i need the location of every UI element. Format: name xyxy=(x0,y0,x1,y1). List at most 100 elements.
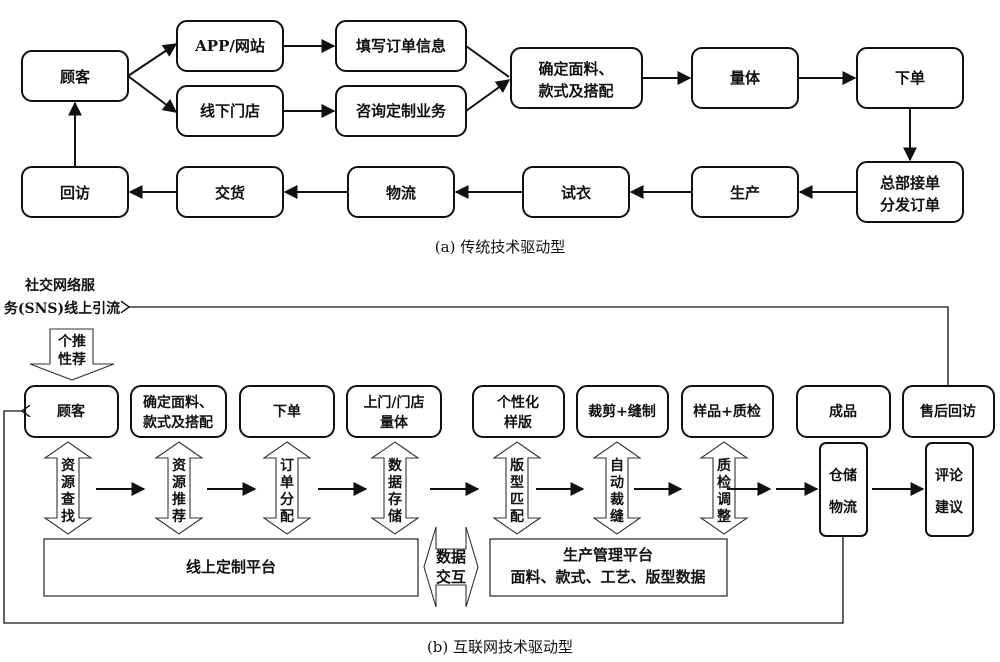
arrow xyxy=(127,75,178,113)
double-arrow-shape xyxy=(370,441,420,535)
node-label: 样品+质检 xyxy=(693,403,761,420)
vertical-label-char: 配 xyxy=(280,509,294,525)
sns-label: 社交网络服 xyxy=(24,277,96,294)
recommend-arrow: 个推 性荐 xyxy=(29,328,115,381)
return-loop-line xyxy=(3,411,844,624)
recommend-label: 性荐 xyxy=(58,351,86,368)
vertical-label-char: 数 xyxy=(388,457,403,474)
node-label: 上门/门店 xyxy=(363,394,424,411)
production-platform: 生产管理平台 面料、款式、工艺、版型数据 xyxy=(489,538,728,597)
vertical-label-char: 配 xyxy=(510,509,524,525)
node-sample-qc: 样品+质检 xyxy=(681,385,774,438)
node-revisit: 回访 xyxy=(21,166,129,218)
node-label: 仓储 xyxy=(828,467,857,484)
node-customer-b: 顾客 xyxy=(24,385,119,438)
node-label: 物流 xyxy=(386,184,416,202)
double-arrow-shape xyxy=(43,441,93,535)
node-confirm-fabric-a: 确定面料、 款式及搭配 xyxy=(510,47,643,109)
node-label: 线下门店 xyxy=(200,102,260,120)
connector xyxy=(465,45,510,78)
online-platform: 线上定制平台 xyxy=(43,538,419,597)
sns-feedback-line xyxy=(128,307,949,387)
node-label: 试衣 xyxy=(561,184,591,202)
node-confirm-fabric-b: 确定面料、 款式及搭配 xyxy=(130,385,227,438)
vertical-label-char: 源 xyxy=(61,474,75,491)
node-label: 成品 xyxy=(829,403,857,420)
data-exchange-label: 交互 xyxy=(436,568,466,586)
node-app-web: APP/网站 xyxy=(176,20,284,72)
vertical-label-char: 裁 xyxy=(610,491,624,508)
node-delivery: 交货 xyxy=(176,166,284,218)
node-hq-dispatch: 总部接单 分发订单 xyxy=(856,161,964,223)
vertical-label-char: 检 xyxy=(717,474,731,491)
vertical-label-char: 单 xyxy=(280,474,294,491)
node-label: 物流 xyxy=(829,499,857,516)
double-arrow-shape xyxy=(592,441,642,535)
vertical-label-char: 推 xyxy=(172,491,186,508)
node-label: 总部接单 xyxy=(880,174,940,192)
node-label: 款式及搭配 xyxy=(538,82,613,100)
vertical-label-char: 匹 xyxy=(510,492,524,508)
node-label: 裁剪+缝制 xyxy=(588,403,656,420)
node-label: 顾客 xyxy=(57,403,86,420)
vertical-label-char: 版 xyxy=(510,457,524,474)
node-label: 生产 xyxy=(730,184,760,202)
vertical-label-char: 资 xyxy=(61,457,75,474)
node-label: 量体 xyxy=(730,69,761,87)
node-finished: 成品 xyxy=(796,385,891,438)
caption-a: (a) 传统技术驱动型 xyxy=(435,238,565,256)
vertical-label-char: 动 xyxy=(610,474,624,491)
diagram-b: 社交网络服 务(SNS)线上引流 个推 性荐 顾客 确定面料、 款式及搭配 下单… xyxy=(3,277,995,656)
sns-label: 务(SNS)线上引流 xyxy=(4,300,120,317)
data-exchange-arrow: 数据 交互 xyxy=(423,526,479,608)
node-label: 下单 xyxy=(895,69,925,87)
platform-label: 生产管理平台 xyxy=(563,546,653,564)
node-place-order-a: 下单 xyxy=(856,47,964,109)
node-label: APP/网站 xyxy=(194,37,265,55)
node-customer-a: 顾客 xyxy=(21,50,129,102)
platform-label: 线上定制平台 xyxy=(186,558,276,576)
vertical-label-char: 整 xyxy=(716,508,732,525)
vertical-label-char: 订 xyxy=(280,457,294,474)
node-produce: 生产 xyxy=(691,166,799,218)
node-label: 量体 xyxy=(380,414,409,431)
vertical-label-char: 据 xyxy=(388,474,402,491)
vertical-label-char: 型 xyxy=(510,474,524,491)
vertical-label-char: 调 xyxy=(717,492,731,508)
vertical-label-char: 源 xyxy=(172,474,186,491)
node-fill-order: 填写订单信息 xyxy=(335,20,467,72)
node-label: 确定面料、 xyxy=(143,394,213,411)
node-cut-sew: 裁剪+缝制 xyxy=(576,385,669,438)
node-label: 回访 xyxy=(60,184,90,202)
diagram-a: 顾客 APP/网站 线下门店 填写订单信息 咨询定制业务 确定面料、 款式及搭配… xyxy=(21,20,964,256)
node-label: 下单 xyxy=(273,403,301,420)
double-arrow-shape xyxy=(492,441,542,535)
vertical-label-char: 储 xyxy=(387,508,402,525)
vertical-label-char: 自 xyxy=(610,457,624,474)
node-measure-b: 上门/门店 量体 xyxy=(346,385,442,438)
vertical-label-char: 查 xyxy=(61,491,76,508)
vertical-label-char: 缝 xyxy=(610,508,624,525)
node-label: 个性化 xyxy=(496,394,539,411)
vertical-label-char: 存 xyxy=(388,491,402,508)
node-pattern: 个性化 样版 xyxy=(472,385,565,438)
node-label: 样版 xyxy=(504,414,532,431)
recommend-label: 个推 xyxy=(57,333,86,350)
vertical-label-char: 荐 xyxy=(172,508,186,525)
node-label: 填写订单信息 xyxy=(356,37,446,55)
vertical-label-char: 找 xyxy=(61,508,75,525)
node-label: 咨询定制业务 xyxy=(356,102,447,120)
double-arrow-shape xyxy=(262,441,312,535)
vertical-label-char: 质 xyxy=(717,457,731,474)
platform-label: 面料、款式、工艺、版型数据 xyxy=(510,568,705,586)
double-arrow-shape xyxy=(154,441,204,535)
arrow xyxy=(127,43,178,77)
